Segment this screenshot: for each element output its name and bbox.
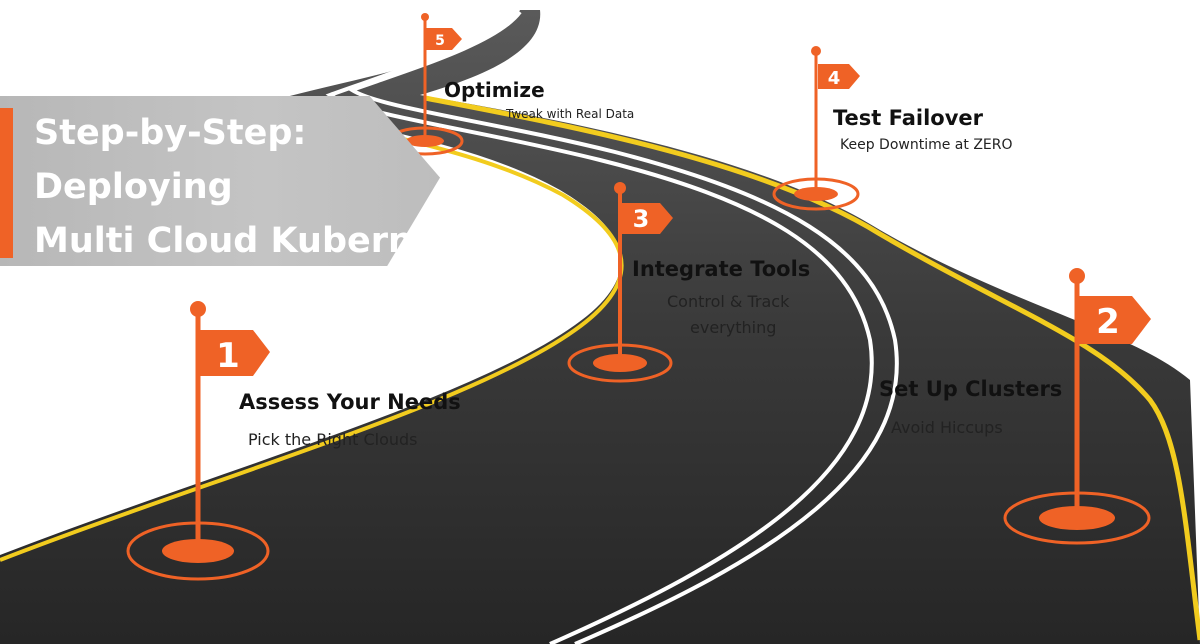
banner-accent-bar [0, 108, 13, 258]
step-5-subtitle: Tweak with Real Data [506, 107, 635, 121]
pole-cap [614, 182, 626, 194]
pole-cap [811, 46, 821, 56]
step-number: 1 [216, 336, 240, 376]
title-line-1: Step-by-Step: [34, 113, 307, 153]
flag [200, 330, 270, 376]
page-title: Step-by-Step: Deploying Multi Cloud Kube… [34, 106, 498, 268]
pole-cap [421, 13, 429, 21]
step-3-subtitle-line-1: Control & Track [667, 292, 790, 311]
step-4-marker: 4 [772, 46, 860, 211]
step-3-marker: 3 [567, 182, 673, 383]
pole-cap [1069, 268, 1085, 284]
step-3-subtitle-line-2: everything [690, 318, 777, 337]
step-1-subtitle: Pick the Right Clouds [248, 430, 418, 449]
step-number: 4 [828, 68, 841, 89]
step-number: 5 [435, 33, 445, 49]
road-surface [0, 10, 1200, 644]
title-line-2: Deploying [34, 167, 233, 207]
step-5-title: Optimize [444, 78, 545, 102]
flag [1079, 296, 1151, 344]
step-4-title: Test Failover [833, 106, 984, 130]
step-1-title: Assess Your Needs [239, 390, 461, 414]
step-3-title: Integrate Tools [632, 257, 811, 281]
step-2-title: Set Up Clusters [879, 377, 1063, 401]
pole-cap [190, 301, 206, 317]
lane-line-2 [347, 10, 899, 644]
step-2-marker: 2 [1003, 268, 1151, 545]
step-number: 2 [1096, 302, 1120, 342]
flag [622, 203, 673, 234]
step-number: 3 [633, 205, 650, 233]
title-banner [0, 96, 440, 266]
winding-road [0, 10, 1200, 644]
title-line-3: Multi Cloud Kubernetes [34, 221, 498, 261]
step-4-subtitle: Keep Downtime at ZERO [840, 137, 1013, 153]
road-edge-right [424, 95, 1200, 641]
lane-line-1 [325, 10, 874, 644]
flag [426, 28, 462, 50]
step-1-marker: 1 [126, 301, 270, 581]
flag [818, 64, 860, 89]
step-2-subtitle: Avoid Hiccups [891, 418, 1003, 437]
